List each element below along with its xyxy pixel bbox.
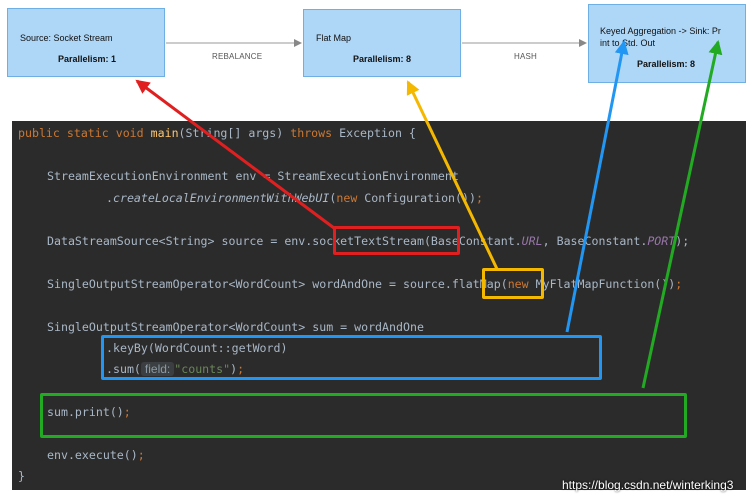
node-parallelism: Parallelism: 8 bbox=[637, 59, 696, 69]
flat-map-node[interactable]: Flat Map Parallelism: 8 bbox=[303, 9, 461, 77]
yellow-arrow bbox=[406, 80, 499, 270]
code-line-create-env: .createLocalEnvironmentWithWebUI(new Con… bbox=[106, 191, 483, 205]
code-line-execute: env.execute(); bbox=[47, 448, 145, 462]
code-line-close-brace: } bbox=[18, 469, 25, 483]
highlight-socket-text-stream bbox=[333, 226, 460, 255]
blue-arrow bbox=[565, 40, 629, 333]
green-arrow bbox=[641, 40, 723, 389]
highlight-print bbox=[40, 393, 687, 438]
code-line-env: StreamExecutionEnvironment env = StreamE… bbox=[47, 169, 459, 183]
node-parallelism: Parallelism: 8 bbox=[353, 54, 412, 64]
code-line-print: sum.print(); bbox=[47, 405, 131, 419]
code-editor-panel: public static void main(String[] args) t… bbox=[12, 121, 746, 490]
node-title: Source: Socket Stream bbox=[20, 33, 113, 43]
code-line-main: public static void main(String[] args) t… bbox=[18, 126, 416, 140]
watermark: https://blog.csdn.net/winterking3 bbox=[562, 478, 734, 492]
source-socket-stream-node[interactable]: Source: Socket Stream Parallelism: 1 bbox=[7, 8, 165, 77]
node-title: Flat Map bbox=[316, 33, 352, 43]
highlight-keyby-sum bbox=[101, 335, 602, 380]
parameter-hint: field: bbox=[140, 362, 175, 376]
highlight-flatmap bbox=[482, 268, 544, 299]
code-line-source: DataStreamSource<String> source = env.so… bbox=[47, 234, 690, 248]
code-line-sum-decl: SingleOutputStreamOperator<WordCount> su… bbox=[47, 320, 424, 334]
code-line-sum: .sum(field:"counts"); bbox=[106, 362, 245, 376]
node-parallelism: Parallelism: 1 bbox=[58, 54, 117, 64]
red-arrow bbox=[135, 79, 335, 230]
code-line-keyby: .keyBy(WordCount::getWord) bbox=[106, 341, 288, 355]
hash-edge-label: HASH bbox=[514, 52, 538, 61]
code-line-flatmap: SingleOutputStreamOperator<WordCount> wo… bbox=[47, 277, 683, 291]
rebalance-edge-label: REBALANCE bbox=[212, 52, 263, 61]
node-title-line1: Keyed Aggregation -> Sink: Pr bbox=[600, 26, 721, 36]
